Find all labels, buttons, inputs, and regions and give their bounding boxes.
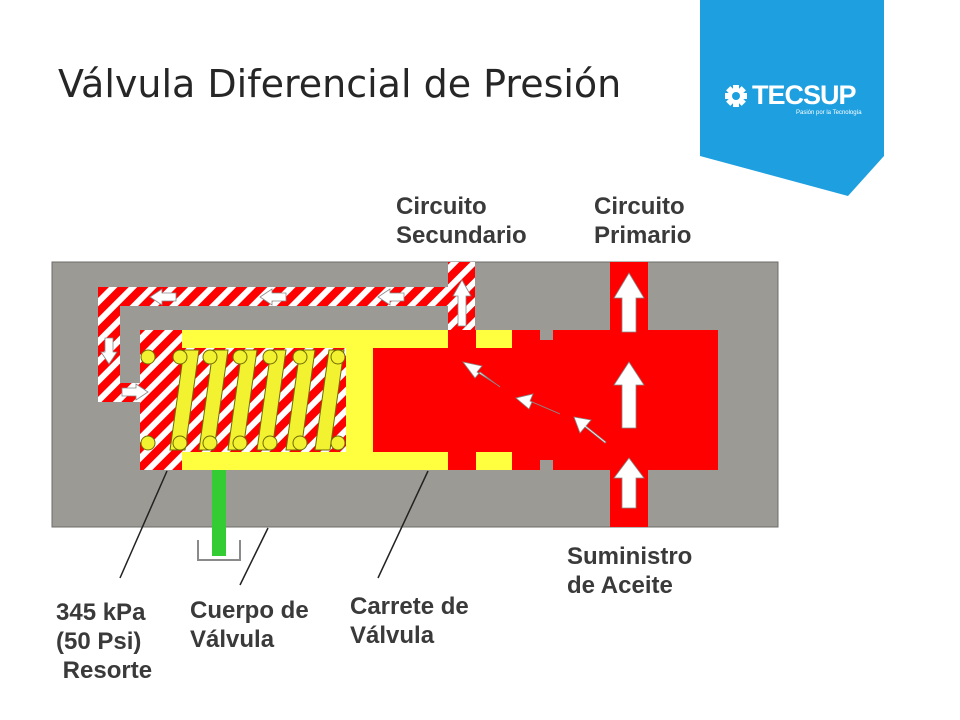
- spool-land-top: [448, 330, 476, 348]
- leader-carrete: [377, 470, 429, 579]
- spring: [140, 349, 346, 451]
- arrow-return-1: [149, 288, 177, 306]
- drain-tank: [197, 540, 241, 561]
- logo-tagline: Pasión por la Tecnología: [796, 110, 862, 116]
- arrow-diag-3: [462, 361, 501, 388]
- label-carrete-valvula: Carrete de Válvula: [350, 593, 469, 649]
- leader-lines: [119, 470, 429, 586]
- arrow-return-3: [377, 288, 405, 306]
- label-cuerpo-valvula: Cuerpo de Válvula: [190, 597, 309, 653]
- leader-cuerpo: [239, 527, 269, 586]
- drain-line: [212, 470, 226, 556]
- arrow-return-2: [259, 288, 287, 306]
- flow-arrows: [100, 272, 645, 509]
- arrow-return-down: [100, 337, 118, 365]
- label-circuito-primario: Circuito Primario: [594, 193, 692, 249]
- arrow-primary-1: [613, 457, 645, 509]
- logo-wordmark: TECSUP: [752, 80, 857, 110]
- spool-land-bottom: [448, 452, 476, 470]
- arrow-diag-2: [515, 393, 561, 415]
- arrow-diag-1: [573, 416, 607, 444]
- leader-resorte: [119, 470, 168, 579]
- arrow-primary-2: [613, 361, 645, 429]
- label-suministro-aceite: Suministro de Aceite: [567, 543, 693, 599]
- label-resorte: 345 kPa (50 Psi) Resorte: [56, 599, 153, 684]
- arrow-secondary-up: [452, 279, 472, 327]
- tecsup-logo: TECSUP Pasión por la Tecnología: [700, 0, 884, 196]
- spool: [373, 348, 513, 452]
- arrow-return-right: [121, 383, 149, 401]
- slide-title: Válvula Diferencial de Presión: [58, 62, 622, 106]
- arrow-primary-3: [613, 272, 645, 333]
- label-circuito-secundario: Circuito Secundario: [396, 193, 527, 249]
